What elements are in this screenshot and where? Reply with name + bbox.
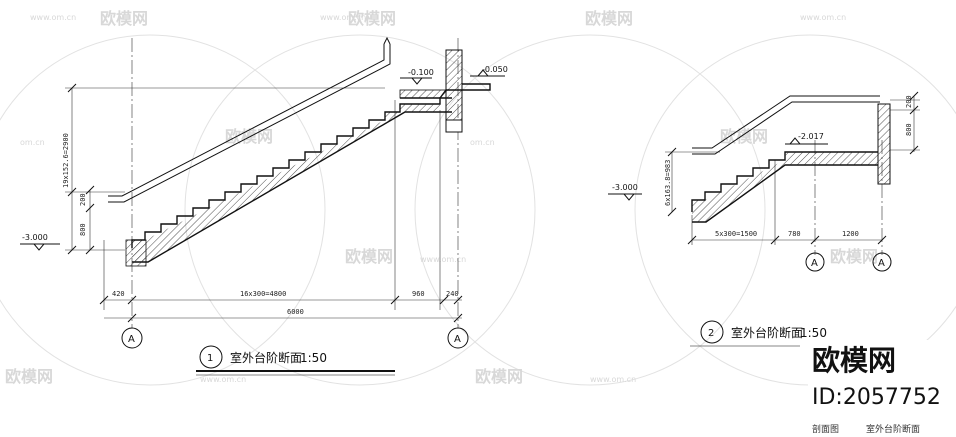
axis2-label-left: A xyxy=(811,258,818,269)
watermark-site: om.cn xyxy=(470,138,495,147)
axis2-label-right: A xyxy=(878,258,885,269)
dim2-rise: 6x163.8=983 xyxy=(664,160,672,206)
dim2-rail-b: 800 xyxy=(905,123,913,136)
dim-h-b: 16x300=4800 xyxy=(240,290,286,298)
drawing-title: 室外台阶断面 xyxy=(230,350,302,365)
watermark-brand: 欧模网 xyxy=(585,9,633,28)
watermark-brand: 欧模网 xyxy=(830,247,878,266)
footer-left: 剖面图 xyxy=(812,423,839,435)
level2-top: -2.017 xyxy=(798,132,824,141)
watermark-texts: 欧模网 www.om.cn 欧模网 www.om.cn 欧模网 www.om.c… xyxy=(5,9,878,386)
axis-bubble-right xyxy=(447,327,469,349)
watermark-brand: 欧模网 xyxy=(475,367,523,386)
dim-h-c: 960 xyxy=(412,290,425,298)
level2-bottom: -3.000 xyxy=(612,183,638,192)
wall-right xyxy=(445,49,463,121)
watermark-site: www.om.cn xyxy=(800,13,846,22)
watermark-brand: 欧模网 xyxy=(345,247,393,266)
dim-rail-b: 800 xyxy=(79,223,87,236)
watermark-site: www.om.cn xyxy=(30,13,76,22)
stair-steps xyxy=(131,97,452,248)
watermark-brand: 欧模网 xyxy=(5,367,53,386)
watermark-brand: 欧模网 xyxy=(720,127,768,146)
watermark-site: om.cn xyxy=(20,138,45,147)
dim2-h-c: 1200 xyxy=(842,230,859,238)
footer-right: 室外台阶断面 xyxy=(866,423,920,435)
dim2-h-a: 5x300=1500 xyxy=(715,230,757,238)
drawing-2: 6x163.8=983 200 800 -3.000 -2.017 xyxy=(608,91,920,347)
dim-h-a: 420 xyxy=(112,290,125,298)
dim-h-d: 240 xyxy=(446,290,459,298)
axis-bubble-left xyxy=(121,327,143,349)
axis-label-right: A xyxy=(454,334,461,345)
drawing2-number: 2 xyxy=(708,328,714,339)
watermark-brand: 欧模网 xyxy=(100,9,148,28)
watermark-site: www.om.cn xyxy=(320,13,366,22)
watermark-brand: 欧模网 xyxy=(348,9,396,28)
dim2-h-b: 780 xyxy=(788,230,801,238)
drawing2-title: 室外台阶断面 xyxy=(731,325,803,340)
level-bottom: -3.000 xyxy=(22,233,48,242)
brand-overlay: 欧模网 ID:2057752 xyxy=(808,340,953,415)
brand-id: ID:2057752 xyxy=(812,385,941,410)
watermark-site: www.om.cn xyxy=(420,255,466,264)
axis-label-left: A xyxy=(128,334,135,345)
brand-name: 欧模网 xyxy=(812,344,896,377)
drawing-scale: 1:50 xyxy=(300,351,327,365)
dim2-rail-a: 200 xyxy=(905,95,913,108)
level-top-right: -0.050 xyxy=(482,65,508,74)
dim-rail-a: 200 xyxy=(79,193,87,206)
drawing-number: 1 xyxy=(207,353,213,364)
drawing-1: 19x152.6=2900 200 800 -3.000 -0.100 -0.0 xyxy=(20,36,508,376)
watermark-site: www.om.cn xyxy=(590,375,636,384)
footer: 剖面图 室外台阶断面 xyxy=(812,423,920,435)
watermark-site: www.om.cn xyxy=(200,375,246,384)
dim-rise: 19x152.6=2900 xyxy=(62,133,70,188)
level-top-left: -0.100 xyxy=(408,68,434,77)
watermark-brand: 欧模网 xyxy=(225,127,273,146)
drawing-number-bubble xyxy=(199,345,223,369)
drawing2-scale: 1:50 xyxy=(800,326,827,340)
dim-h-total: 6000 xyxy=(287,308,304,316)
